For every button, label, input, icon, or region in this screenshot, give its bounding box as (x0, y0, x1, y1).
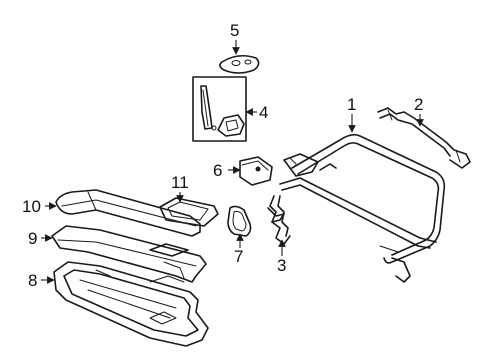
callout-2: 2 (414, 95, 423, 114)
part-3-link (267, 195, 291, 245)
callout-3: 3 (277, 256, 286, 275)
part-10-cushion-top (55, 189, 201, 237)
part-8-seat-frame (53, 261, 209, 347)
callout-11: 11 (171, 173, 189, 192)
part-5-clip (219, 54, 260, 74)
callout-1: 1 (347, 95, 356, 114)
callout-9: 9 (28, 229, 37, 248)
callout-8: 8 (28, 271, 37, 290)
callout-10: 10 (22, 197, 41, 216)
leader-lines (41, 40, 424, 284)
part-6-block (239, 156, 273, 186)
part-7-ring-clip (227, 205, 252, 237)
callout-7: 7 (234, 247, 243, 266)
part-11-pad (159, 197, 219, 227)
callout-4: 4 (259, 103, 268, 122)
part-2-hinge (377, 107, 471, 169)
callout-5: 5 (230, 21, 239, 40)
callout-6: 6 (213, 161, 222, 180)
part-4-bracket-box (192, 76, 247, 142)
part-1-frame (279, 133, 446, 283)
callout-labels: 5 4 1 2 6 11 10 9 7 3 8 (22, 21, 423, 290)
part-9-cushion-mid (51, 225, 207, 283)
